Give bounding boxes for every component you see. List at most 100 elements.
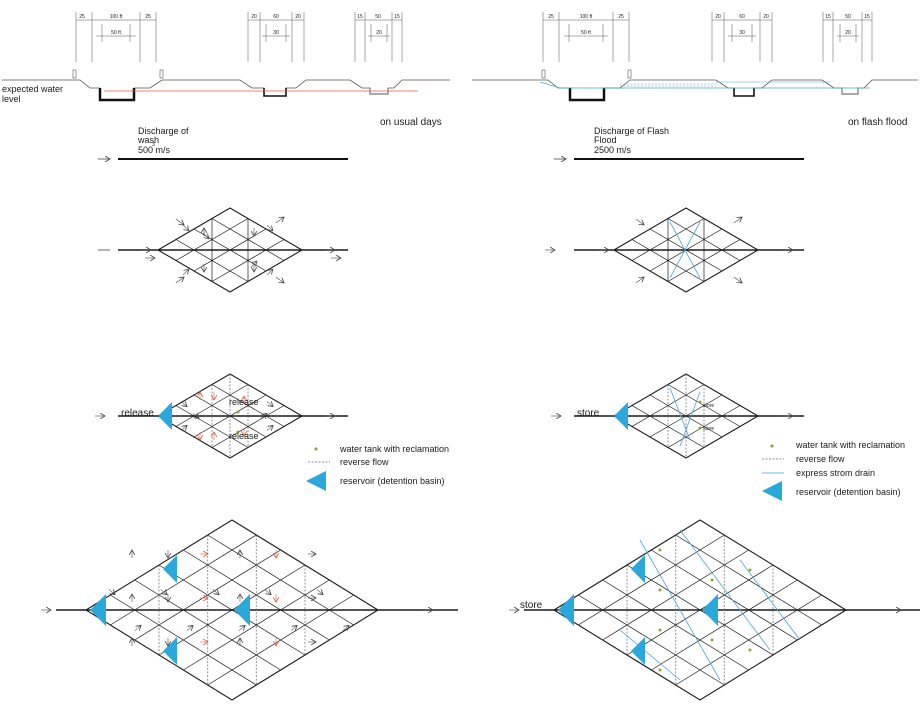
flow-arrow xyxy=(175,218,184,225)
flow-arrow xyxy=(180,401,187,406)
water-tank-dot xyxy=(658,548,662,552)
dim-label: 15 xyxy=(825,14,831,20)
dim-label: 100 ft xyxy=(580,14,593,20)
water-tank-dot xyxy=(698,400,702,404)
discharge-unit-sup: 3 xyxy=(152,142,155,148)
legend-reservoir: reservoir (detention basin) xyxy=(796,487,901,497)
reservoir-triangle xyxy=(702,594,718,626)
flow-arrow xyxy=(192,413,199,418)
legend-reverse: reverse flow xyxy=(340,457,389,467)
tank-icon xyxy=(770,444,774,448)
flow-arrow xyxy=(290,625,297,630)
flow-arrow xyxy=(160,589,167,594)
ground-profile xyxy=(472,79,918,101)
diamond-outline xyxy=(612,207,760,293)
condition-label: on flash flood xyxy=(848,117,908,128)
left-section-profile: 25 100 ft 25 50 ft 20 60 20 30 15 50 15 … xyxy=(2,12,450,128)
flow-arrow xyxy=(266,224,273,231)
dim-label: 15 xyxy=(394,14,400,20)
reservoir-triangle xyxy=(234,594,250,626)
store-label: store xyxy=(520,600,543,611)
flow-arrow xyxy=(342,625,349,630)
flow-arrow xyxy=(134,625,141,630)
flow-arrow xyxy=(108,589,115,594)
dim-label: 100 ft xyxy=(110,14,123,20)
flow-arrow xyxy=(266,401,273,406)
reservoir-triangle xyxy=(90,594,106,626)
dim-label: 20 xyxy=(763,14,769,20)
legend-tank: water tank with reclamation xyxy=(339,444,449,454)
discharge-label: Discharge of Flash xyxy=(594,126,669,136)
diamond-outline xyxy=(612,373,760,459)
diamond-networks xyxy=(41,207,920,701)
express-drain xyxy=(679,529,771,651)
flow-arrow xyxy=(635,218,644,225)
reservoir-icon xyxy=(762,481,782,501)
discharge-label: wash xyxy=(137,135,159,145)
flow-arrow xyxy=(275,276,284,283)
legend-reservoir: reservoir (detention basin) xyxy=(340,476,445,486)
dim-label: 30 xyxy=(273,30,279,36)
legend-express: express strom drain xyxy=(796,468,875,478)
dim-label: 50 xyxy=(375,14,381,20)
reservoir-triangle xyxy=(614,402,628,430)
main-channel xyxy=(98,88,136,102)
dim-label: 25 xyxy=(79,14,85,20)
flow-arrow xyxy=(264,589,271,594)
water-tank-dot xyxy=(658,588,662,592)
express-drain xyxy=(739,559,801,641)
legend-reverse: reverse flow xyxy=(796,454,845,464)
express-drain xyxy=(679,391,701,447)
secondary-channel xyxy=(263,88,287,97)
release-label: release xyxy=(229,431,259,441)
release-label: release xyxy=(121,408,154,419)
flow-arrow xyxy=(180,425,187,430)
right-section-profile: 25 100 ft 25 50 ft 20 60 20 30 15 50 15 … xyxy=(472,12,918,128)
network-line xyxy=(207,534,354,626)
dim-label: 50 ft xyxy=(111,30,121,36)
express-drain xyxy=(639,539,721,681)
express-drain xyxy=(669,221,701,279)
dim-label: 50 xyxy=(845,14,851,20)
store-label: store xyxy=(703,426,714,432)
flow-arrow xyxy=(266,269,273,276)
dim-label: 25 xyxy=(548,14,554,20)
store-label: store xyxy=(577,408,600,419)
flood-level-line xyxy=(539,81,870,89)
left-discharge: Discharge of wash 500 m/s 3 xyxy=(98,126,348,159)
dim-label: 20 xyxy=(376,30,382,36)
dim-label: 15 xyxy=(357,14,363,20)
dim-label: 25 xyxy=(618,14,624,20)
network-line xyxy=(649,228,723,272)
diamond-outline xyxy=(156,373,304,459)
tank-icon xyxy=(314,447,318,451)
flow-arrow xyxy=(182,269,189,276)
store-label: store xyxy=(703,403,714,409)
flow-arrow xyxy=(733,276,742,283)
reservoir-icon xyxy=(306,471,326,491)
water-level-label: level xyxy=(2,94,21,104)
dim-label: 20 xyxy=(715,14,721,20)
water-tank-dot xyxy=(698,426,702,430)
discharge-label: Discharge of xyxy=(138,126,189,136)
condition-label: on usual days xyxy=(380,117,442,128)
reservoir-triangle xyxy=(558,594,574,626)
flow-arrow xyxy=(182,224,189,231)
dim-label: 15 xyxy=(864,14,870,20)
network-line xyxy=(675,534,822,626)
flow-arrow xyxy=(635,277,644,284)
dim-label: 20 xyxy=(295,14,301,20)
flow-arrow xyxy=(175,277,184,284)
legend-tank: water tank with reclamation xyxy=(795,440,905,450)
diamond-outline xyxy=(156,207,304,293)
discharge-label: 2500 m/s xyxy=(594,145,632,155)
water-level-label: expected water xyxy=(2,84,63,94)
water-tank-dot xyxy=(236,410,240,414)
flow-arrow xyxy=(733,217,742,224)
dim-label: 50 ft xyxy=(581,30,591,36)
flow-arrow xyxy=(266,425,273,430)
dim-label: 20 xyxy=(845,30,851,36)
dim-label: 60 xyxy=(273,14,279,20)
flow-arrow xyxy=(186,625,193,630)
